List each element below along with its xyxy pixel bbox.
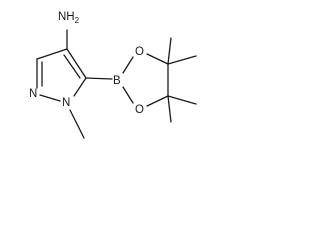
bond-methyl-lower-bottom [167,95,172,123]
bond-n1-methyl [69,109,85,139]
bond-o-upper-c [146,53,169,65]
atom-label-amine: NH2 [58,11,80,25]
atom-label-n2: N [29,88,37,100]
bond-methyl-upper-right [167,55,197,65]
bond-n2-n1 [39,94,61,102]
atom-label-n1: N [62,97,70,109]
chemical-structure: NH2 N N B O O [29,11,197,139]
bond-methyl-upper-top [167,37,172,65]
bond-c5-c4 [66,48,87,79]
bond-c4-c3 [36,48,68,60]
bond-c5-c4-double [63,54,81,79]
bond-o-lower-c [146,95,169,107]
bond-b-o-lower [122,86,134,104]
bond-n1-c5 [73,77,87,97]
bond-methyl-lower-right [167,95,197,105]
atom-label-oxygen-lower: O [135,104,144,116]
atom-label-oxygen-upper: O [135,46,144,58]
atom-label-boron: B [113,75,121,87]
bond-c5-b [85,77,113,80]
bond-b-o-upper [122,56,134,74]
